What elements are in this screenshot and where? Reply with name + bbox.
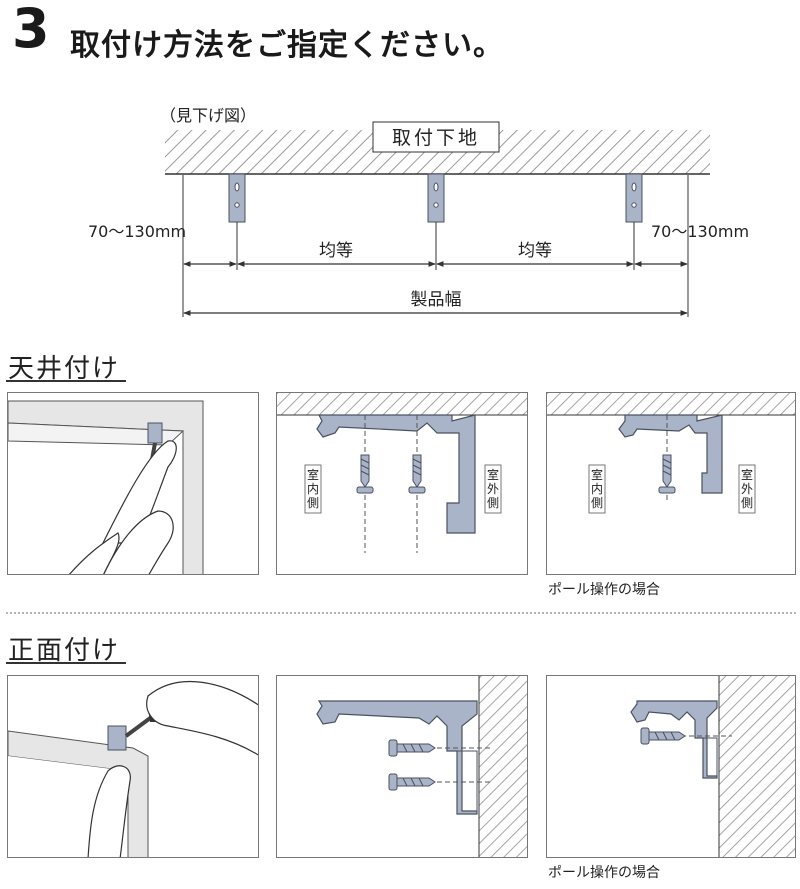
bracket-spacing-diagram: （見下げ図） 取付下地 70～130mm 70～130mm 均等 均等 製品幅 bbox=[88, 106, 749, 317]
indoor-side-label-2: 内 bbox=[591, 482, 603, 496]
equal-label-left: 均等 bbox=[319, 241, 353, 261]
outdoor-side-label-3: 側 bbox=[741, 496, 753, 510]
curtain-rail-profile bbox=[630, 700, 718, 779]
bracket-right bbox=[625, 173, 643, 223]
bracket-left bbox=[228, 173, 246, 223]
indoor-side-label-3: 側 bbox=[591, 496, 603, 510]
outdoor-side-label-2: 外 bbox=[741, 482, 753, 496]
ceiling-install-illustration bbox=[7, 392, 259, 575]
outdoor-side-label-3: 側 bbox=[487, 496, 499, 510]
bracket-center bbox=[427, 173, 445, 223]
front-mount-heading: 正面付け bbox=[8, 636, 121, 666]
curtain-rail-profile bbox=[316, 414, 476, 534]
indoor-side-label-2: 内 bbox=[307, 482, 319, 496]
screw-icon bbox=[658, 454, 676, 494]
front-mount-pole-diagram bbox=[546, 675, 796, 858]
front-pole-caption: ポール操作の場合 bbox=[548, 865, 660, 881]
bracket-icon bbox=[107, 725, 127, 751]
screw-icon bbox=[640, 727, 686, 745]
outdoor-side-label-1: 室 bbox=[741, 467, 753, 482]
equal-label-right: 均等 bbox=[518, 241, 552, 261]
left-margin-label: 70～130mm bbox=[88, 222, 186, 241]
step-number: 3 bbox=[12, 0, 50, 60]
ceiling-heading-underline bbox=[6, 380, 126, 382]
indoor-side-label-1: 室 bbox=[591, 467, 603, 482]
bracket-icon bbox=[147, 422, 163, 444]
front-install-illustration bbox=[7, 675, 259, 858]
ceiling-mount-pole-diagram: 室 内 側 室 外 側 bbox=[546, 392, 796, 575]
screw-icon bbox=[388, 739, 436, 757]
view-label: （見下げ図） bbox=[160, 106, 256, 125]
front-mount-section-diagram bbox=[276, 675, 528, 858]
indoor-side-label-3: 側 bbox=[307, 496, 319, 510]
screw-icon bbox=[356, 454, 374, 494]
product-width-label: 製品幅 bbox=[411, 290, 462, 310]
screw-icon bbox=[408, 454, 426, 494]
indoor-side-label-1: 室 bbox=[307, 467, 319, 482]
ceiling-mount-section-diagram: 室 内 側 室 外 側 bbox=[276, 392, 528, 575]
outdoor-side-label-2: 外 bbox=[487, 482, 499, 496]
screw-icon bbox=[388, 773, 436, 791]
ceiling-pole-caption: ポール操作の場合 bbox=[548, 582, 660, 598]
curtain-rail-profile bbox=[316, 700, 478, 815]
curtain-rail-profile bbox=[618, 414, 723, 494]
right-margin-label: 70～130mm bbox=[651, 222, 749, 241]
outdoor-side-label-1: 室 bbox=[487, 467, 499, 482]
section-separator bbox=[6, 612, 796, 614]
ceiling-mount-heading: 天井付け bbox=[8, 354, 121, 384]
mounting-base-label: 取付下地 bbox=[392, 127, 480, 149]
step-title: 取付け方法をご指定ください。 bbox=[70, 28, 504, 63]
front-heading-underline bbox=[6, 662, 126, 664]
